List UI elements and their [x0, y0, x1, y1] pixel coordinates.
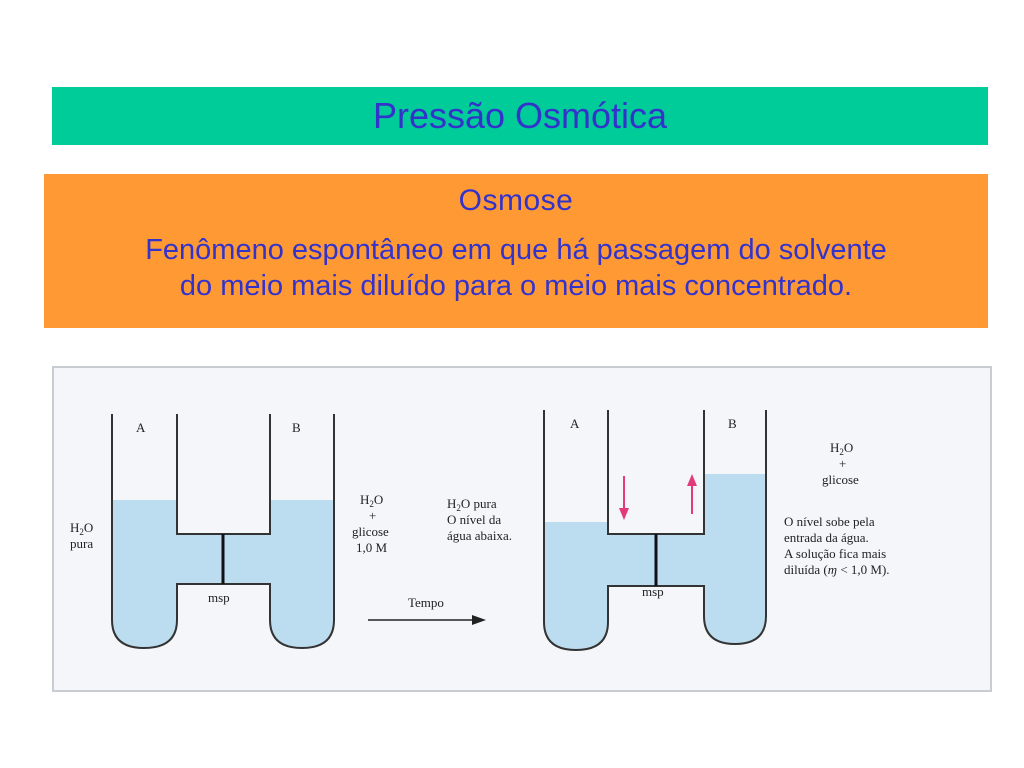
right-membrane-label: msp	[642, 584, 664, 599]
left-label-a: A	[136, 420, 146, 435]
title-banner: Pressão Osmótica	[52, 87, 988, 145]
level-up-arrow	[687, 474, 697, 514]
right-note-line-4: diluída (ɱ < 1,0 M).	[784, 562, 890, 577]
osmosis-diagram-svg: A B msp H2O pura H2O + glicose 1,0 M H2O…	[52, 366, 992, 692]
definition-line-1: Fenômeno espontâneo em que há passagem d…	[145, 234, 887, 266]
right-note-line-1: O nível sobe pela	[784, 514, 875, 529]
definition-text: Fenômeno espontâneo em que há passagem d…	[44, 232, 988, 304]
osmosis-diagram: A B msp H2O pura H2O + glicose 1,0 M H2O…	[52, 366, 992, 692]
right-side-b-plus: +	[839, 456, 846, 471]
right-side-b-glicose: glicose	[822, 472, 859, 487]
middle-line-2: O nível da	[447, 512, 501, 527]
left-membrane-label: msp	[208, 590, 230, 605]
right-label-b: B	[728, 416, 737, 431]
left-label-b: B	[292, 420, 301, 435]
definition-term: Osmose	[458, 184, 574, 217]
left-side-a-formula: H2O	[70, 520, 93, 537]
right-label-a: A	[570, 416, 580, 431]
left-side-a-pura: pura	[70, 536, 93, 551]
middle-formula: H2O pura	[447, 496, 497, 513]
left-side-b-plus: +	[369, 508, 376, 523]
right-u-tube	[543, 410, 767, 652]
diagram-frame	[52, 366, 992, 692]
definition-line-2: do meio mais diluído para o meio mais co…	[179, 270, 853, 302]
time-arrow	[368, 615, 486, 625]
time-arrow-label: Tempo	[408, 595, 444, 610]
level-down-arrow	[619, 476, 629, 520]
right-note-line-2: entrada da água.	[784, 530, 869, 545]
right-side-b-formula: H2O	[830, 440, 853, 457]
left-side-b-formula: H2O	[360, 492, 383, 509]
left-u-tube	[111, 414, 335, 650]
slide-title: Pressão Osmótica	[372, 95, 668, 136]
left-side-b-conc: 1,0 M	[356, 540, 388, 555]
right-note-line-3: A solução fica mais	[784, 546, 886, 561]
middle-line-3: água abaixa.	[447, 528, 512, 543]
definition-box: Osmose Fenômeno espontâneo em que há pas…	[44, 174, 988, 328]
left-side-b-glicose: glicose	[352, 524, 389, 539]
